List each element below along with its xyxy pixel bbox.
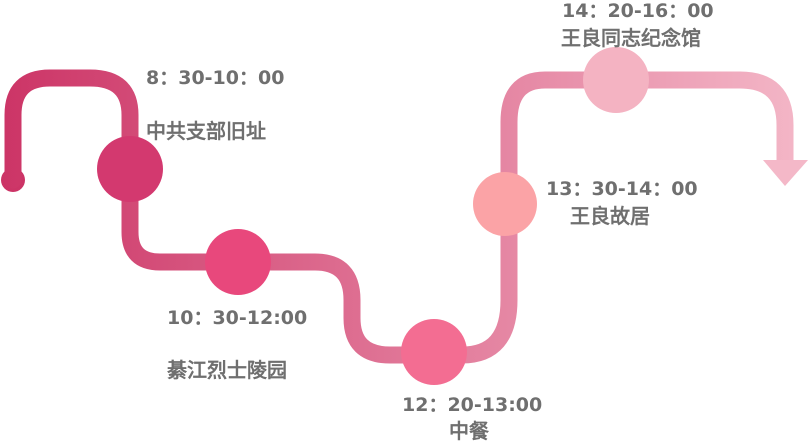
stop-2-place: 綦江烈士陵园 bbox=[167, 358, 287, 382]
stop-marker-4 bbox=[473, 172, 537, 236]
stop-4-place: 王良故居 bbox=[570, 204, 650, 228]
route-end-arrow bbox=[763, 160, 808, 186]
stop-4-time: 13：30-14：00 bbox=[546, 178, 698, 200]
stop-marker-3 bbox=[401, 319, 467, 385]
route-path bbox=[4, 69, 794, 364]
stop-marker-5 bbox=[583, 47, 649, 113]
stop-2-time: 10：30-12:00 bbox=[167, 307, 308, 329]
stop-marker-1 bbox=[97, 136, 163, 202]
stop-marker-2 bbox=[205, 229, 271, 295]
stop-3-time: 12：20-13:00 bbox=[402, 394, 543, 416]
stop-5-place: 王良同志纪念馆 bbox=[561, 26, 701, 50]
stop-5-time: 14：20-16：00 bbox=[562, 0, 714, 22]
stop-1-time: 8：30-10：00 bbox=[146, 67, 285, 89]
stop-3-place: 中餐 bbox=[449, 419, 489, 443]
stop-1-place: 中共支部旧址 bbox=[146, 119, 266, 143]
